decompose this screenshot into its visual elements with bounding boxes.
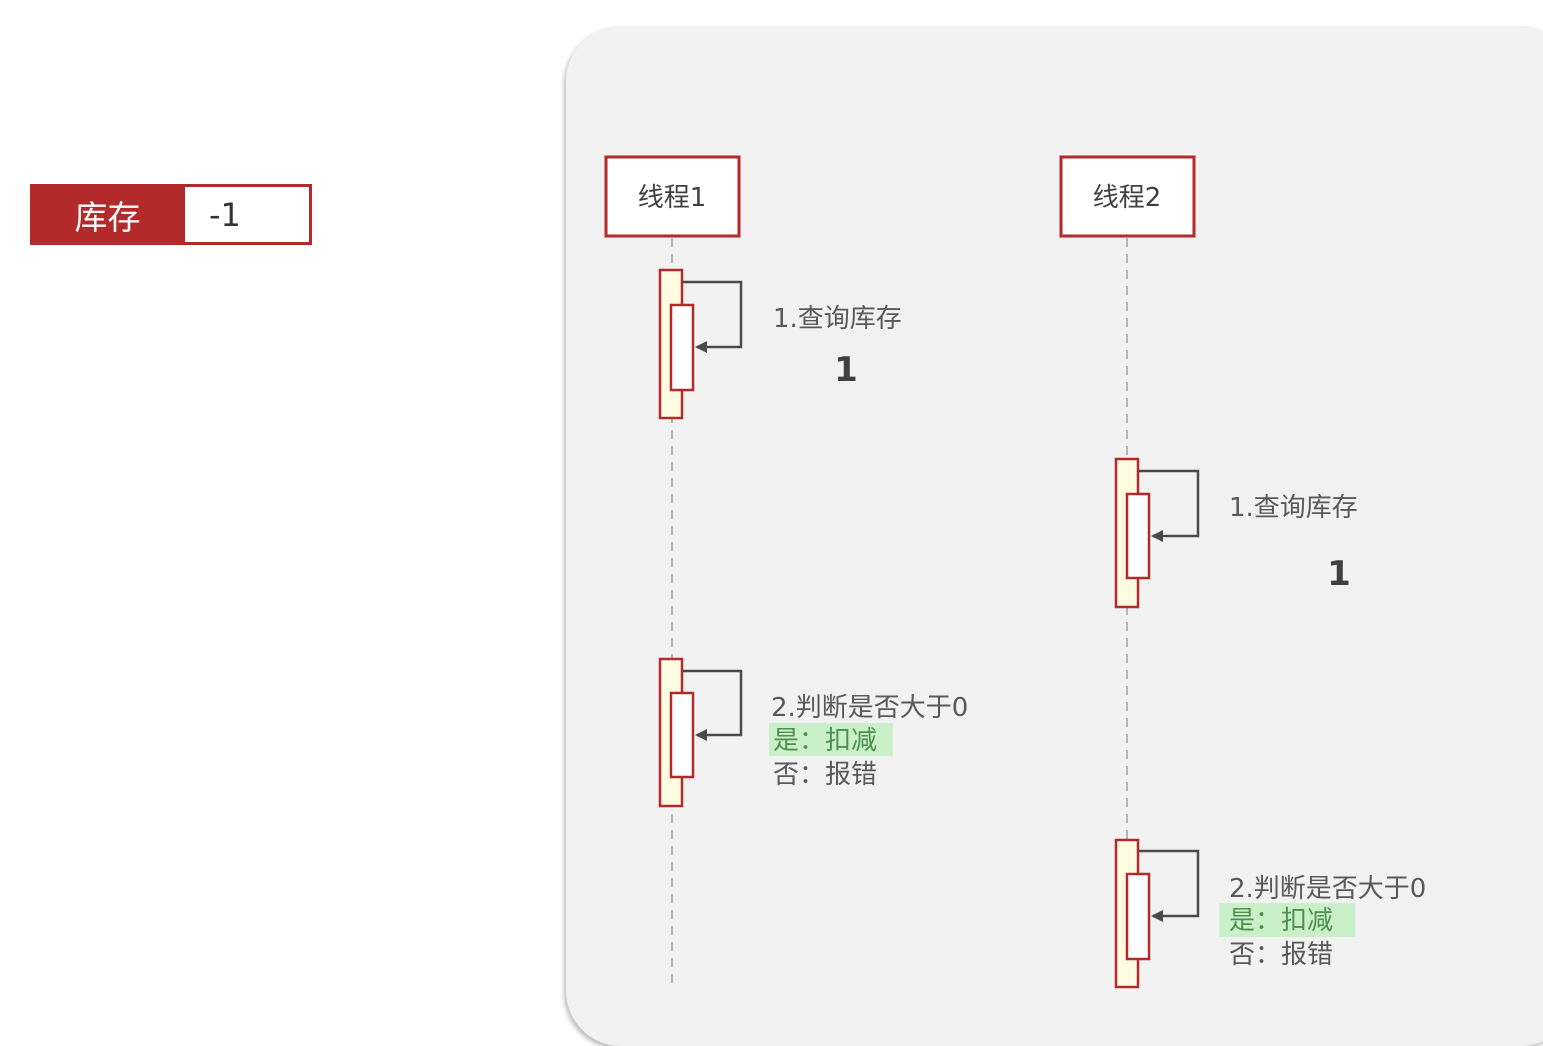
sequence-diagram: 线程1 线程2 1.查询库存 1 1.查询库存 1 2.判断是否大于0 是：扣减… [604, 155, 1426, 989]
no-branch: 否：报错 [1229, 940, 1333, 970]
step-title: 1.查询库存 [773, 304, 902, 334]
yes-branch: 是：扣减 [1229, 906, 1333, 936]
yes-highlight [769, 723, 893, 756]
self-call-arrow [1139, 849, 1200, 922]
step-thread1-query: 1.查询库存 1 [658, 268, 902, 420]
step-title: 2.判断是否大于0 [1229, 874, 1426, 904]
activation-bar-nested [669, 303, 695, 392]
query-result: 1 [1327, 554, 1351, 594]
stock-value: -1 [185, 187, 309, 242]
thread-1-header: 线程1 [604, 155, 741, 238]
step-title: 1.查询库存 [1229, 493, 1358, 523]
activation-bar-nested [1125, 492, 1151, 580]
activation-bar-nested [1125, 872, 1151, 961]
self-call-arrow [683, 669, 743, 741]
stock-label: 库存 [74, 197, 141, 237]
step-thread1-check: 2.判断是否大于0 是：扣减 否：报错 [658, 657, 968, 808]
query-result: 1 [834, 350, 858, 390]
thread-2-header: 线程2 [1059, 155, 1196, 238]
step-thread2-check: 2.判断是否大于0 是：扣减 否：报错 [1114, 838, 1426, 989]
thread-1-label: 线程1 [638, 183, 707, 213]
yes-branch: 是：扣减 [773, 726, 877, 756]
stock-indicator: 库存 -1 [30, 184, 312, 245]
step-title: 2.判断是否大于0 [771, 693, 968, 723]
self-call-arrow [1139, 469, 1200, 542]
no-branch: 否：报错 [773, 760, 877, 790]
yes-highlight [1219, 903, 1355, 937]
activation-bar-nested [669, 691, 695, 779]
step-thread2-query: 1.查询库存 1 [1114, 457, 1358, 609]
thread-2-label: 线程2 [1093, 183, 1162, 213]
self-call-arrow [683, 280, 743, 353]
